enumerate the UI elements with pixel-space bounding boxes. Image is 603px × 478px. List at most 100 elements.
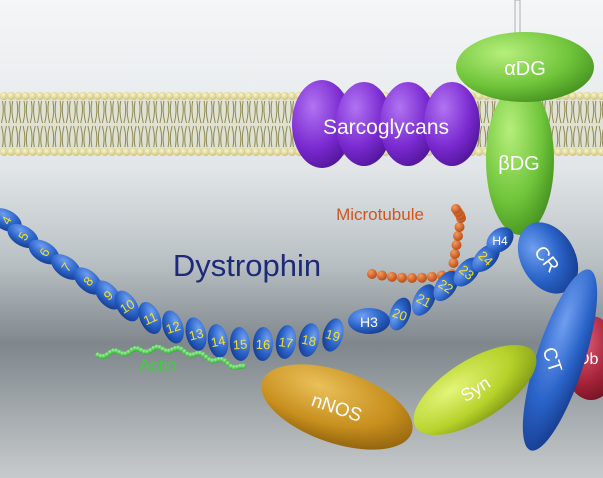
lipid-tail <box>253 100 256 124</box>
lipid-head <box>35 91 45 101</box>
lipid-head <box>187 91 196 101</box>
lipid-tail <box>198 100 202 124</box>
lipid-tail <box>241 100 245 124</box>
lipid-head <box>151 147 160 157</box>
lipid-tail <box>289 100 292 124</box>
repeat-number: 13 <box>187 325 205 343</box>
microtubule-label: Microtubule <box>336 205 424 224</box>
lipid-head <box>194 147 203 157</box>
repeat-number: 16 <box>255 337 270 352</box>
lipid-tail <box>173 100 177 124</box>
spectrin-repeat: 19 <box>322 318 344 352</box>
lipid-head <box>57 147 66 157</box>
lipid-head <box>237 91 246 101</box>
lipid-head <box>158 147 167 157</box>
lipid-tail <box>249 125 252 148</box>
lipid-tail <box>119 125 123 148</box>
lipid-tail <box>195 100 199 124</box>
lipid-tail <box>97 125 101 148</box>
lipid-tail <box>205 125 209 148</box>
repeat-number: 10 <box>117 296 137 316</box>
lipid-tail <box>263 125 267 148</box>
lipid-head <box>266 91 275 101</box>
lipid-tail <box>126 125 130 148</box>
lipid-head <box>129 147 138 157</box>
lipid-head <box>273 91 282 101</box>
lipid-tail <box>584 125 587 148</box>
microtubule-bead <box>448 258 459 268</box>
lipid-head <box>561 147 570 157</box>
lipid-tail <box>224 125 227 148</box>
lipid-tail <box>184 125 187 148</box>
lipid-tail <box>141 100 144 124</box>
lipid-tail <box>551 100 555 124</box>
lipid-tail <box>217 125 220 148</box>
lipid-tail <box>105 100 108 124</box>
lipid-tail <box>58 100 62 124</box>
lipid-tail <box>148 100 151 124</box>
lipid-tail <box>15 125 19 148</box>
lipid-head <box>28 147 37 157</box>
spectrin-repeat: 7 <box>51 254 81 280</box>
lipid-tail <box>145 125 148 148</box>
lipid-tail <box>133 100 137 124</box>
lipid-tail <box>587 125 591 148</box>
lipid-head <box>79 147 88 157</box>
lipid-tail <box>202 125 206 148</box>
lipid-tail <box>580 100 583 124</box>
lipid-tail <box>51 100 55 124</box>
lipid-head <box>165 91 174 101</box>
lipid-tail <box>274 100 278 124</box>
microtubule-bead <box>450 249 460 259</box>
lipid-head <box>115 91 124 101</box>
lipid-head <box>590 147 599 157</box>
lipid-tail <box>65 125 69 148</box>
lipid-head <box>575 147 585 157</box>
lipid-tail <box>65 100 69 124</box>
lipid-tail <box>483 125 487 148</box>
lipid-tail <box>1 125 4 148</box>
lipid-tail <box>587 100 591 124</box>
lipid-tail <box>73 100 76 124</box>
lipid-tail <box>569 100 573 124</box>
lipid-tail <box>198 125 202 148</box>
microtubule <box>367 204 466 283</box>
actin-bead <box>241 363 247 369</box>
lipid-tail <box>181 100 184 124</box>
lipid-tail <box>4 100 7 124</box>
lipid-head <box>208 91 217 101</box>
lipid-tail <box>137 100 141 124</box>
h4-label: H4 <box>492 234 508 248</box>
lipid-tail <box>479 125 483 148</box>
lipid-head <box>237 147 246 157</box>
lipid-tail <box>562 100 566 124</box>
alpha-dystroglycan: αDG <box>456 32 594 102</box>
lipid-head <box>64 91 73 101</box>
cysteine-rich-domain: CR <box>517 222 579 294</box>
lipid-head <box>259 147 268 157</box>
lipid-tail <box>209 125 213 148</box>
lipid-tail <box>191 125 195 148</box>
lipid-tail <box>584 100 587 124</box>
lipid-tail <box>76 125 79 148</box>
lipid-head <box>244 147 253 157</box>
lipid-tail <box>224 100 227 124</box>
lipid-tail <box>83 100 87 124</box>
lipid-tail <box>137 125 141 148</box>
lipid-tail <box>22 125 26 148</box>
lipid-tail <box>123 100 127 124</box>
repeat-number: 19 <box>324 326 342 344</box>
lipid-tail <box>277 100 281 124</box>
lipid-tail <box>555 125 559 148</box>
lipid-head <box>0 91 9 101</box>
spectrin-repeat: 15 <box>229 327 251 361</box>
lipid-tail <box>267 100 271 124</box>
lipid-tail <box>209 100 213 124</box>
alpha-dg-label: αDG <box>504 58 546 80</box>
lipid-head <box>21 147 30 157</box>
lipid-tail <box>54 125 58 148</box>
lipid-head <box>475 147 484 157</box>
lipid-tail <box>486 100 490 124</box>
lipid-head <box>223 91 232 101</box>
